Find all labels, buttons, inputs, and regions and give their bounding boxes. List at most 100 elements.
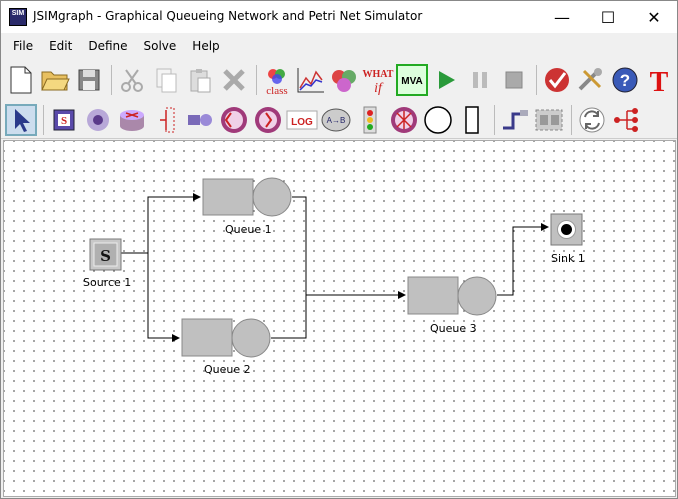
svg-text:WHAT: WHAT: [363, 69, 394, 80]
source-station-icon: S: [53, 109, 75, 130]
class-icon-label: class: [266, 85, 287, 96]
connection-button[interactable]: [499, 104, 531, 136]
sink-1-node[interactable]: [550, 213, 583, 246]
semaphore-icon: [363, 106, 377, 133]
fork-icon: [160, 107, 175, 132]
select-icon: [15, 108, 30, 132]
queue-1-node[interactable]: [202, 177, 292, 217]
paste-button[interactable]: [184, 64, 216, 96]
fork-button[interactable]: [150, 104, 182, 136]
class-switch-button[interactable]: A→B: [320, 104, 352, 136]
menu-edit[interactable]: Edit: [49, 39, 73, 53]
svg-text:if: if: [375, 81, 385, 96]
text-button[interactable]: T: [643, 64, 675, 96]
queue-3-label: Queue 3: [430, 322, 477, 335]
text-icon: T: [650, 67, 669, 95]
toolbar-separator: [43, 104, 44, 135]
delete-icon: [222, 69, 245, 91]
options-button[interactable]: [575, 64, 607, 96]
delete-button[interactable]: [218, 64, 250, 96]
source-1-node[interactable]: S: [89, 238, 122, 271]
check-model-button[interactable]: [541, 64, 573, 96]
delay-button[interactable]: [218, 104, 250, 136]
source-1-label: Source 1: [83, 276, 132, 289]
stop-button[interactable]: [498, 64, 530, 96]
performance-indices-icon: [297, 68, 324, 93]
edge-source1-queue1[interactable]: [121, 193, 201, 254]
cut-button[interactable]: [116, 64, 148, 96]
open-button[interactable]: [39, 64, 71, 96]
delay-icon: [221, 106, 247, 133]
edge-queue3-sink1[interactable]: [497, 223, 549, 296]
performance-indices-button[interactable]: [295, 64, 327, 96]
save-icon: [78, 69, 100, 91]
place-button[interactable]: [422, 104, 454, 136]
queue-2-label: Queue 2: [204, 363, 251, 376]
component-toolbar: S LOG A→B: [1, 101, 677, 139]
tree-layout-button[interactable]: [610, 104, 642, 136]
maximize-button[interactable]: ☐: [600, 7, 616, 27]
menu-solve[interactable]: Solve: [143, 39, 177, 53]
play-button[interactable]: [430, 64, 462, 96]
save-button[interactable]: [73, 64, 105, 96]
help-button[interactable]: ?: [609, 64, 641, 96]
sink-station-icon: [87, 108, 109, 131]
toolbar-separator: [110, 65, 112, 95]
place-icon: [424, 105, 452, 134]
blocking-region-icon: [535, 109, 563, 130]
parameters-button[interactable]: [329, 64, 361, 96]
edge-queue1-queue3[interactable]: [292, 196, 406, 299]
join-button[interactable]: [184, 104, 216, 136]
router-button[interactable]: [116, 104, 148, 136]
mva-icon: MVA: [402, 76, 423, 87]
svg-text:?: ?: [620, 71, 630, 90]
queue-3-node[interactable]: [407, 276, 497, 316]
new-button[interactable]: [5, 64, 37, 96]
mva-button[interactable]: MVA: [396, 64, 429, 96]
mva-label: MVA: [402, 76, 423, 87]
paste-icon: [190, 69, 211, 93]
join-icon: [188, 113, 212, 126]
new-icon: [10, 66, 32, 94]
rotate-icon: [579, 107, 605, 132]
pause-button[interactable]: [464, 64, 496, 96]
scaler-icon: [391, 106, 417, 133]
edge-queue2-queue3[interactable]: [271, 295, 307, 339]
menu-help[interactable]: Help: [192, 39, 220, 53]
transition-button[interactable]: [456, 104, 488, 136]
svg-text:S: S: [100, 247, 111, 265]
server-button[interactable]: [252, 104, 284, 136]
logger-tool-label: LOG: [291, 117, 313, 128]
model-canvas[interactable]: S Source 1: [3, 140, 676, 497]
title-bar: SIM JSIMgraph - Graphical Queueing Netwo…: [1, 1, 677, 33]
scaler-button[interactable]: [388, 104, 420, 136]
pause-icon: [473, 72, 488, 88]
play-icon: [439, 71, 456, 89]
toolbar-separator: [255, 65, 257, 95]
toolbar-separator: [571, 104, 572, 135]
parameters-icon: [332, 70, 357, 92]
semaphore-button[interactable]: [354, 104, 386, 136]
minimize-button[interactable]: —: [554, 7, 570, 27]
copy-icon: [156, 68, 177, 93]
jsim-app-icon[interactable]: SIM: [9, 8, 27, 26]
edge-source1-queue2[interactable]: [121, 252, 180, 342]
close-button[interactable]: ✕: [647, 7, 661, 27]
queue-2-node[interactable]: [181, 318, 271, 358]
blocking-region-button[interactable]: [533, 104, 565, 136]
select-tool-button[interactable]: [5, 103, 37, 136]
menu-file[interactable]: File: [13, 39, 34, 53]
class-button[interactable]: class: [261, 64, 293, 96]
options-icon: [578, 68, 603, 91]
logger-button[interactable]: LOG: [286, 104, 318, 136]
toolbar-separator: [536, 65, 538, 95]
menu-define[interactable]: Define: [88, 39, 128, 53]
rotate-button[interactable]: [576, 104, 608, 136]
copy-button[interactable]: [150, 64, 182, 96]
source-station-button[interactable]: S: [48, 104, 80, 136]
sink-station-button[interactable]: [82, 104, 114, 136]
check-icon: [545, 68, 570, 92]
cut-icon: [120, 69, 143, 92]
